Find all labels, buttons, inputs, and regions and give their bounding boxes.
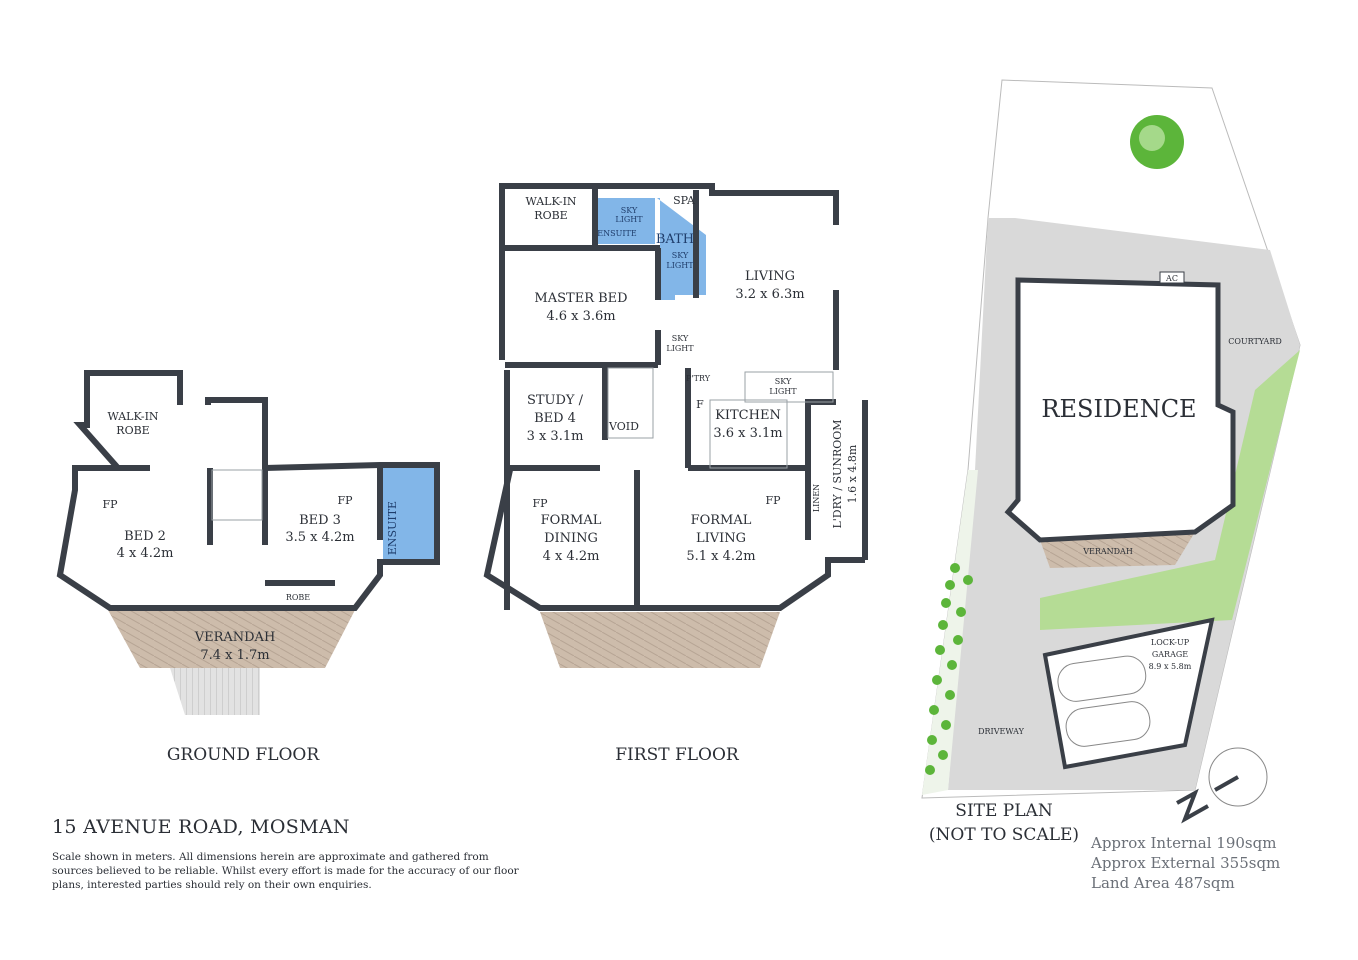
car-icon bbox=[1057, 655, 1151, 747]
first-outer-wall bbox=[499, 183, 839, 360]
first-floor-title: FIRST FLOOR bbox=[615, 745, 740, 765]
formal-dining-label: DINING bbox=[544, 531, 598, 546]
ac-label: AC bbox=[1165, 274, 1178, 283]
bath-label: BATH bbox=[656, 232, 694, 247]
external-area: Approx External 355sqm bbox=[1091, 854, 1281, 872]
garage-label: GARAGE bbox=[1152, 650, 1188, 659]
kitchen-skylight-label: SKY bbox=[775, 377, 792, 386]
first-ensuite-wet-area bbox=[597, 198, 655, 244]
ground-fp-label: FP bbox=[337, 494, 353, 507]
driveway-label: DRIVEWAY bbox=[978, 727, 1024, 736]
site-lawn bbox=[1040, 350, 1300, 630]
kitchen-skylight-label: LIGHT bbox=[769, 387, 797, 396]
internal-area: Approx Internal 190sqm bbox=[1091, 834, 1277, 852]
kitchen-size: 3.6 x 3.1m bbox=[713, 426, 782, 441]
kitchen-bench bbox=[744, 371, 834, 403]
site-verandah-deck bbox=[1040, 532, 1195, 568]
formal-living-label: LIVING bbox=[696, 531, 746, 546]
bath-skylight-label: LIGHT bbox=[666, 261, 694, 270]
ac-unit bbox=[1159, 271, 1185, 284]
bed3-size: 3.5 x 4.2m bbox=[285, 530, 354, 545]
residence-footprint bbox=[1004, 277, 1236, 543]
ground-floor-plan: WALK-IN ROBE FP FP BED 2 4 x 4.2m BED 3 … bbox=[56, 370, 440, 765]
study-size: 3 x 3.1m bbox=[527, 429, 584, 444]
ground-entry-stairs bbox=[170, 668, 260, 715]
bed2-label: BED 2 bbox=[124, 529, 166, 544]
ground-walkin-label: WALK-IN bbox=[107, 410, 158, 423]
first-fp-label: FP bbox=[765, 494, 781, 507]
land-area: Land Area 487sqm bbox=[1091, 874, 1235, 892]
fridge-label: F bbox=[696, 398, 704, 411]
study-label: STUDY / bbox=[527, 393, 584, 408]
garage-label: LOCK-UP bbox=[1151, 638, 1190, 647]
spa-label: SPA bbox=[673, 194, 696, 207]
hall-skylight-label: SKY bbox=[672, 334, 689, 343]
bed3-label: BED 3 bbox=[299, 513, 341, 528]
ground-walkin-wall bbox=[73, 370, 183, 470]
bed2-size: 4 x 4.2m bbox=[117, 546, 174, 561]
bath-skylight-label: SKY bbox=[672, 251, 689, 260]
ground-ensuite-label: ENSUITE bbox=[386, 501, 399, 555]
ground-ensuite-wet-area bbox=[383, 468, 435, 560]
site-verandah-label: VERANDAH bbox=[1082, 547, 1133, 556]
disclaimer: Scale shown in meters. All dimensions he… bbox=[52, 851, 519, 891]
formal-living-size: 5.1 x 4.2m bbox=[686, 549, 755, 564]
property-address: 15 AVENUE ROAD, MOSMAN bbox=[52, 816, 350, 838]
first-fp-label: FP bbox=[532, 497, 548, 510]
formal-living-label: FORMAL bbox=[691, 513, 752, 528]
ground-floor-title: GROUND FLOOR bbox=[167, 745, 321, 765]
site-plan-subtitle: (NOT TO SCALE) bbox=[929, 825, 1079, 845]
first-walkin-label: ROBE bbox=[534, 209, 567, 222]
kitchen-island bbox=[709, 399, 788, 469]
laundry-size: 1.6 x 4.8m bbox=[846, 444, 859, 503]
ground-verandah-size: 7.4 x 1.7m bbox=[200, 648, 269, 663]
master-bed-size: 4.6 x 3.6m bbox=[546, 309, 615, 324]
void-label: VOID bbox=[608, 420, 639, 433]
garden-shrubs bbox=[925, 563, 973, 775]
first-floor-plan: WALK-IN ROBE SKY LIGHT ENSUITE SPA BATH … bbox=[483, 183, 868, 765]
first-void-stairs bbox=[607, 367, 654, 439]
ground-outer-wall bbox=[56, 462, 440, 611]
hall-skylight-label: LIGHT bbox=[666, 344, 694, 353]
kitchen-label: KITCHEN bbox=[715, 408, 781, 423]
ground-fp-label: FP bbox=[102, 498, 118, 511]
ground-hall-wall bbox=[205, 397, 268, 468]
ground-walkin-label: ROBE bbox=[116, 424, 149, 437]
site-plan: RESIDENCE AC COURTYARD VERANDAH LOCK-UP … bbox=[921, 79, 1301, 845]
area-summary: Approx Internal 190sqm Approx External 3… bbox=[1091, 833, 1280, 893]
formal-dining-label: FORMAL bbox=[541, 513, 602, 528]
study-label: BED 4 bbox=[534, 411, 576, 426]
pantry-label: P'TRY bbox=[686, 374, 711, 383]
first-verandah-deck bbox=[540, 612, 780, 668]
first-bottom-wall bbox=[483, 469, 865, 611]
ensuite-skylight-label: LIGHT bbox=[615, 215, 643, 224]
north-arrow-icon bbox=[1176, 747, 1268, 824]
garage-size: 8.9 x 5.8m bbox=[1149, 662, 1192, 671]
courtyard-label: COURTYARD bbox=[1228, 337, 1282, 346]
master-bed-label: MASTER BED bbox=[534, 291, 627, 306]
living-size: 3.2 x 6.3m bbox=[735, 287, 804, 302]
first-walkin-label: WALK-IN bbox=[525, 195, 576, 208]
tree-canopy bbox=[1139, 125, 1165, 151]
ground-robe-label: ROBE bbox=[286, 593, 310, 602]
laundry-label: L'DRY / SUNROOM bbox=[831, 419, 844, 528]
garage-footprint bbox=[1042, 617, 1215, 770]
residence-label: RESIDENCE bbox=[1041, 395, 1196, 423]
ensuite-skylight-label: SKY bbox=[621, 206, 638, 215]
ground-internal-stairs bbox=[211, 469, 263, 521]
site-plan-title: SITE PLAN bbox=[955, 801, 1053, 821]
first-ensuite-label: ENSUITE bbox=[597, 229, 637, 238]
living-label: LIVING bbox=[745, 269, 795, 284]
ground-verandah-deck bbox=[108, 610, 355, 668]
ground-verandah-label: VERANDAH bbox=[194, 630, 276, 645]
linen-label: LINEN bbox=[812, 484, 821, 512]
formal-dining-size: 4 x 4.2m bbox=[543, 549, 600, 564]
